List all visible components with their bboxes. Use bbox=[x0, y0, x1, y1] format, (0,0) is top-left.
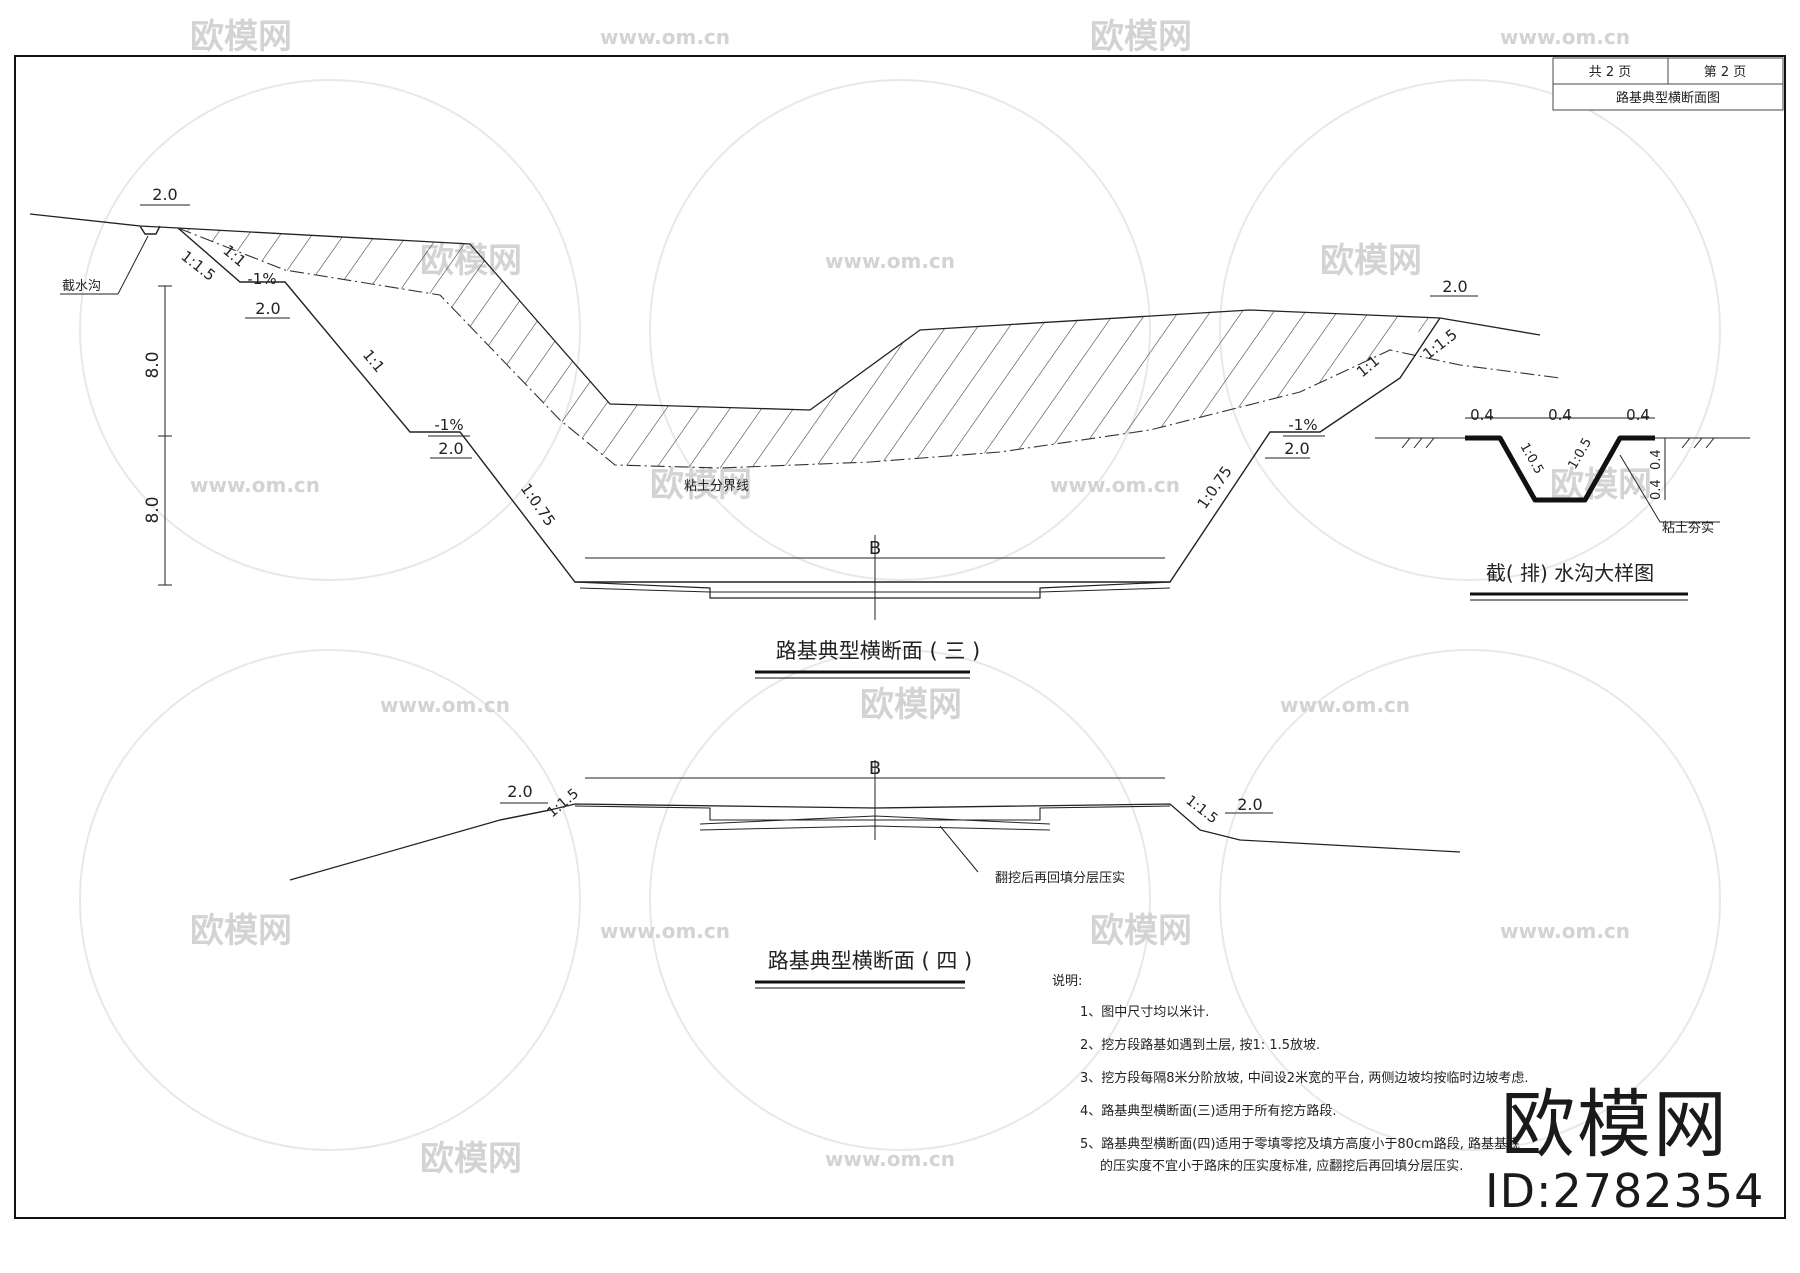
brand-id: ID:2782354 bbox=[1485, 1164, 1765, 1218]
watermark-brand: 欧模网 bbox=[650, 465, 752, 505]
ground-line-s4 bbox=[289, 809, 551, 881]
label-width-b-s4: B bbox=[869, 758, 881, 779]
label-intercept-ditch: 截水沟 bbox=[62, 279, 101, 294]
watermark-url: www.om.cn bbox=[825, 249, 955, 273]
brand-logo: 欧模网 bbox=[1501, 1082, 1729, 1168]
watermark-url: www.om.cn bbox=[380, 693, 510, 717]
total-pages: 共 2 页 bbox=[1589, 65, 1632, 80]
cut-region-left bbox=[178, 228, 615, 465]
dim-grade-left-mid: -1% bbox=[434, 416, 463, 434]
dim-slope-lower-right: 1:0.75 bbox=[1194, 463, 1236, 513]
drawing-name: 路基典型横断面图 bbox=[1616, 90, 1720, 106]
cut-region-right bbox=[610, 310, 1440, 468]
watermark-url: www.om.cn bbox=[1050, 473, 1180, 497]
notes-heading: 说明: bbox=[1052, 974, 1082, 989]
soil-boundary-line bbox=[177, 227, 1561, 469]
page-number: 第 2 页 bbox=[1704, 65, 1747, 80]
note-item: 4、路基典型横断面(三)适用于所有挖方路段. bbox=[1080, 1103, 1337, 1119]
dim-bench-right-s4: 2.0 bbox=[1237, 795, 1262, 814]
watermark-url: www.om.cn bbox=[600, 25, 730, 49]
ditch-dim-1: 0.4 bbox=[1470, 406, 1494, 424]
dim-slope-lower-left: 1:0.75 bbox=[517, 480, 559, 530]
ditch-dim-3: 0.4 bbox=[1626, 406, 1650, 424]
dim-bench-left-top: 2.0 bbox=[255, 299, 280, 318]
ditch-dim-2: 0.4 bbox=[1548, 406, 1572, 424]
section-3-title: 路基典型横断面 ( 三 ) bbox=[776, 639, 980, 663]
watermark-brand: 欧模网 bbox=[190, 17, 292, 57]
intercept-ditch bbox=[139, 225, 161, 235]
dim-slope-right-s4: 1:1.5 bbox=[1183, 793, 1221, 828]
ditch-depth-2: 0.4 bbox=[1649, 479, 1664, 500]
dim-ditch-width-right: 2.0 bbox=[1442, 277, 1467, 296]
ditch-depth-1: 0.4 bbox=[1649, 449, 1664, 470]
label-refill-note: 翻挖后再回填分层压实 bbox=[995, 871, 1125, 886]
note-item: 5、路基典型横断面(四)适用于零填零挖及填方高度小于80cm路段, 路基基底 bbox=[1080, 1136, 1520, 1152]
section-4-title: 路基典型横断面 ( 四 ) bbox=[768, 949, 972, 973]
dim-grade-right: -1% bbox=[1288, 416, 1317, 434]
watermark-url: www.om.cn bbox=[600, 919, 730, 943]
dim-ditch-width: 2.0 bbox=[152, 185, 177, 204]
watermark-url: www.om.cn bbox=[190, 473, 320, 497]
title-block: 共 2 页 第 2 页 路基典型横断面图 bbox=[1552, 57, 1784, 111]
embankment-profile bbox=[499, 803, 1201, 831]
watermark-brand: 欧模网 bbox=[420, 1139, 522, 1179]
drawing-border bbox=[14, 55, 1786, 1219]
dim-slope-upper: 1:1 bbox=[359, 346, 388, 376]
dim-height-upper: 8.0 bbox=[143, 351, 163, 378]
dim-slope-ditch: 1:1.5 bbox=[178, 247, 219, 285]
watermark-url: www.om.cn bbox=[1500, 25, 1630, 49]
label-soil-line: 粘土分界线 bbox=[684, 479, 749, 494]
pavement bbox=[574, 581, 1171, 599]
note-item: 2、挖方段路基如遇到土层, 按1: 1.5放坡. bbox=[1080, 1037, 1320, 1053]
dim-bench-left-mid: 2.0 bbox=[438, 439, 463, 458]
watermark-brand: 欧模网 bbox=[860, 685, 962, 725]
watermark-url: www.om.cn bbox=[1280, 693, 1410, 717]
watermark-brand: 欧模网 bbox=[190, 911, 292, 951]
watermark-brand: 欧模网 bbox=[1320, 241, 1422, 281]
note-item: 1、图中尺寸均以米计. bbox=[1080, 1005, 1209, 1020]
note-item: 的压实度不宜小于路床的压实度标准, 应翻挖后再回填分层压实. bbox=[1100, 1158, 1463, 1174]
watermark-brand: 欧模网 bbox=[1090, 911, 1192, 951]
dim-height-lower: 8.0 bbox=[143, 496, 163, 523]
section-4: 2.0 1:1.5 1:1.5 2.0 B 翻挖后再回填分层压实 路基典型横断面… bbox=[289, 758, 1461, 989]
dim-grade-left-top: -1% bbox=[247, 270, 276, 288]
label-width-b: B bbox=[869, 538, 881, 559]
watermark-url: www.om.cn bbox=[825, 1147, 955, 1171]
dim-bench-right: 2.0 bbox=[1284, 439, 1309, 458]
ditch-detail-title: 截( 排) 水沟大样图 bbox=[1486, 561, 1654, 585]
note-item: 3、挖方段每隔8米分阶放坡, 中间设2米宽的平台, 两侧边坡均按临时边坡考虑. bbox=[1080, 1070, 1528, 1086]
dim-bench-left-s4: 2.0 bbox=[507, 782, 532, 801]
watermark-url: www.om.cn bbox=[1500, 919, 1630, 943]
watermark-brand: 欧模网 bbox=[1090, 17, 1192, 57]
brand-badge: 欧模网 ID:2782354 bbox=[1485, 1082, 1765, 1218]
dim-slope-right-top: 1:1.5 bbox=[1419, 325, 1460, 363]
notes: 说明: 1、图中尺寸均以米计. 2、挖方段路基如遇到土层, 按1: 1.5放坡.… bbox=[1052, 974, 1528, 1174]
ditch-outline bbox=[1465, 435, 1655, 503]
ditch-note: 粘土夯实 bbox=[1662, 521, 1714, 536]
